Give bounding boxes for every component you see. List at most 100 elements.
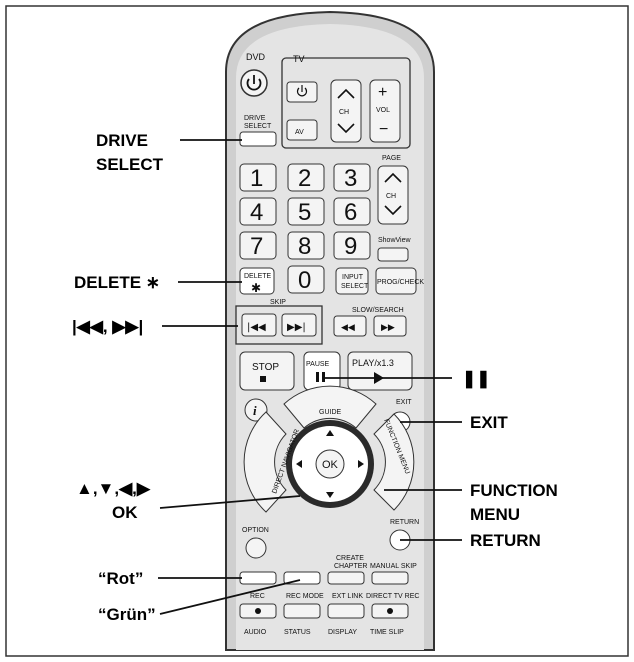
ok-key-label: OK bbox=[322, 459, 339, 471]
skip-group bbox=[235, 305, 323, 345]
callout-drive-select-2: SELECT bbox=[96, 155, 164, 174]
input-select-label-1: INPUT bbox=[342, 274, 364, 281]
chevron-up-icon bbox=[384, 172, 402, 183]
input-select-button[interactable] bbox=[335, 267, 369, 295]
number-label-2: 2 bbox=[298, 165, 311, 192]
tv-channel-rocker[interactable] bbox=[330, 79, 362, 143]
rec-key-label: REC bbox=[250, 593, 265, 600]
option-button[interactable] bbox=[245, 537, 267, 559]
tv-power-icon bbox=[296, 85, 308, 97]
skip-forward-icon: ▶▶| bbox=[287, 322, 306, 333]
info-button[interactable] bbox=[244, 398, 268, 422]
yellow-button[interactable] bbox=[327, 571, 365, 585]
input-select-label-2: SELECT bbox=[341, 283, 369, 290]
skip-key-label: SKIP bbox=[270, 299, 286, 306]
number-button-9[interactable] bbox=[333, 231, 371, 260]
callout-ok: OK bbox=[112, 503, 138, 522]
number-button-0[interactable] bbox=[287, 265, 325, 294]
display-key-label: DISPLAY bbox=[328, 629, 357, 636]
number-button-7[interactable] bbox=[239, 231, 277, 260]
delete-key-label: DELETE bbox=[244, 273, 272, 280]
drive-select-button[interactable] bbox=[239, 131, 277, 147]
remote-control: DVD TV AV CH + VOL − DRIVE SELECT bbox=[225, 10, 435, 651]
direct-navigator-button[interactable] bbox=[243, 411, 287, 513]
delete-button[interactable] bbox=[239, 267, 275, 295]
arrows-ok-leader bbox=[159, 495, 301, 509]
tv-ch-label: CH bbox=[339, 109, 349, 116]
number-label-3: 3 bbox=[344, 165, 357, 192]
function-menu-button[interactable] bbox=[373, 413, 415, 511]
option-key-label: OPTION bbox=[242, 527, 269, 534]
callout-function-2: MENU bbox=[470, 505, 520, 524]
chevron-down-icon bbox=[384, 205, 402, 216]
callout-arrows: ▲,▼,◀,▶ bbox=[76, 479, 151, 498]
rec-mode-button[interactable] bbox=[283, 603, 321, 619]
tv-volume-rocker[interactable] bbox=[369, 79, 401, 143]
drive-select-label-1: DRIVE bbox=[244, 115, 266, 122]
number-label-9: 9 bbox=[344, 233, 357, 260]
number-label-5: 5 bbox=[298, 199, 311, 226]
status-key-label: STATUS bbox=[284, 629, 311, 636]
number-button-4[interactable] bbox=[239, 197, 277, 226]
info-icon: i bbox=[253, 403, 257, 418]
number-label-0: 0 bbox=[298, 267, 311, 294]
number-button-5[interactable] bbox=[287, 197, 325, 226]
arrow-down-icon bbox=[326, 492, 334, 498]
rewind-icon: ◀◀ bbox=[341, 323, 355, 333]
number-button-3[interactable] bbox=[333, 163, 371, 192]
dvd-label: DVD bbox=[246, 52, 266, 62]
red-button[interactable] bbox=[239, 571, 277, 585]
arrow-left-icon bbox=[296, 460, 302, 468]
tv-av-button[interactable] bbox=[286, 119, 318, 141]
number-button-2[interactable] bbox=[287, 163, 325, 192]
number-button-1[interactable] bbox=[239, 163, 277, 192]
blue-button[interactable] bbox=[371, 571, 409, 585]
page-ch-label: CH bbox=[386, 193, 396, 200]
tv-av-label: AV bbox=[295, 129, 304, 136]
exit-key-label: EXIT bbox=[396, 399, 412, 406]
tv-section bbox=[281, 57, 411, 149]
number-button-8[interactable] bbox=[287, 231, 325, 260]
guide-button[interactable] bbox=[283, 385, 377, 429]
create-chapter-label-1: CREATE bbox=[336, 555, 364, 562]
skip-back-icon: |◀◀ bbox=[247, 322, 266, 333]
number-label-8: 8 bbox=[298, 233, 311, 260]
ok-button[interactable] bbox=[315, 449, 345, 479]
callout-rot: “Rot” bbox=[98, 569, 143, 588]
audio-key-label: AUDIO bbox=[244, 629, 267, 636]
callout-function-1: FUNCTION bbox=[470, 481, 558, 500]
gruen-leader bbox=[159, 579, 301, 615]
callout-gruen: “Grün” bbox=[98, 605, 156, 624]
play-button[interactable] bbox=[347, 351, 413, 391]
power-icon bbox=[246, 75, 262, 91]
prog-check-label: PROG/CHECK bbox=[377, 279, 424, 286]
rec-mode-key-label: REC MODE bbox=[286, 593, 324, 600]
slow-search-back-button[interactable] bbox=[333, 315, 367, 337]
time-slip-key-label: TIME SLIP bbox=[370, 629, 404, 636]
callout-exit: EXIT bbox=[470, 413, 508, 432]
number-label-1: 1 bbox=[250, 165, 263, 192]
number-label-6: 6 bbox=[344, 199, 357, 226]
manual-skip-label: MANUAL SKIP bbox=[370, 563, 417, 570]
ext-link-button[interactable] bbox=[327, 603, 365, 619]
pause-button[interactable] bbox=[303, 351, 341, 391]
number-button-6[interactable] bbox=[333, 197, 371, 226]
create-chapter-label-2: CHAPTER bbox=[334, 563, 367, 570]
minus-icon: − bbox=[379, 121, 388, 138]
guide-key-label: GUIDE bbox=[319, 409, 342, 416]
callout-drive-select-1: DRIVE bbox=[96, 131, 148, 150]
callout-lines bbox=[158, 139, 462, 615]
prog-check-button[interactable] bbox=[375, 267, 417, 295]
return-key-label: RETURN bbox=[390, 519, 419, 526]
showview-label: ShowView bbox=[378, 237, 412, 244]
slow-search-forward-button[interactable] bbox=[373, 315, 407, 337]
skip-back-button[interactable] bbox=[241, 313, 277, 337]
tv-label: TV bbox=[293, 54, 305, 64]
showview-button[interactable] bbox=[377, 247, 409, 262]
skip-forward-button[interactable] bbox=[281, 313, 317, 337]
chevron-up-icon bbox=[337, 88, 355, 99]
play-key-label: PLAY/x1.3 bbox=[352, 358, 394, 368]
stop-button[interactable] bbox=[239, 351, 295, 391]
navigation-ring: OK GUIDE DIRECT NAVIGATOR FUNCTION MENU bbox=[243, 385, 415, 513]
